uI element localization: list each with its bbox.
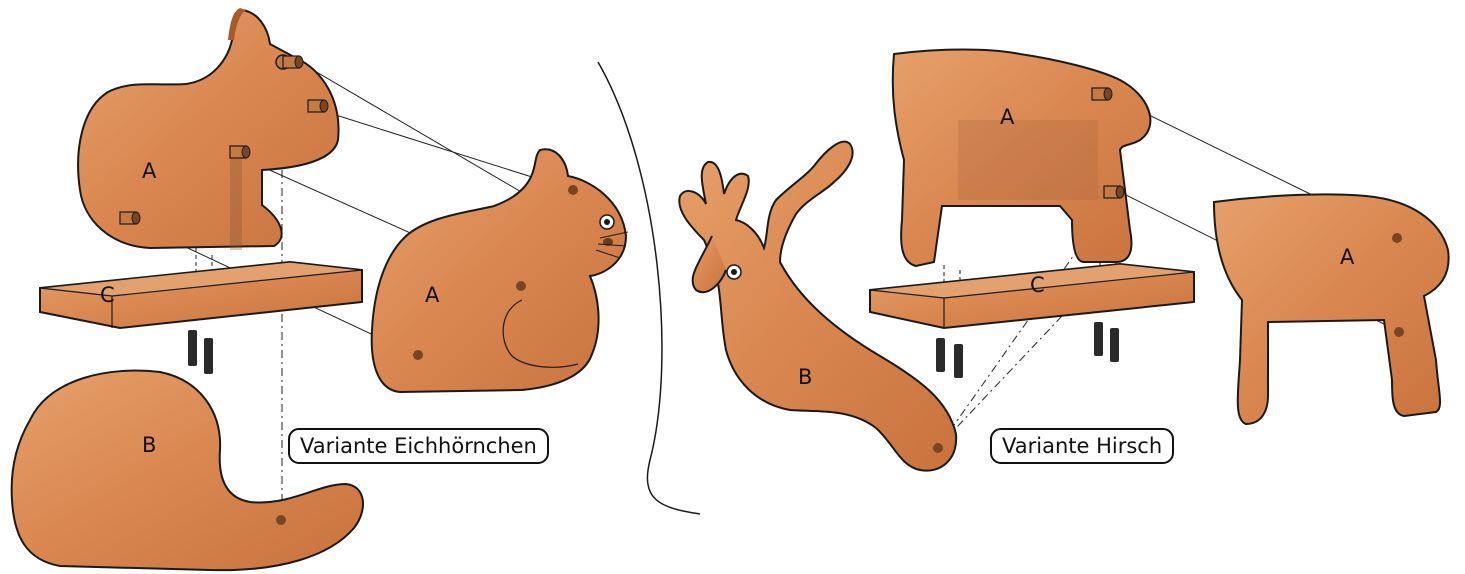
- squirrel-body-back: [78, 8, 338, 250]
- deer-label-a-back: A: [1000, 105, 1015, 129]
- deer-label-a-front: A: [1340, 245, 1355, 269]
- deer-body-back: [893, 50, 1151, 267]
- squirrel-board: [40, 262, 362, 328]
- variant-divider: [598, 62, 700, 514]
- squirrel-label-a-back: A: [142, 159, 157, 183]
- squirrel-body-front: [372, 149, 628, 392]
- deer-body-front: [1214, 194, 1449, 424]
- caption-squirrel-variant: Variante Eichhörnchen: [288, 428, 549, 464]
- deer-label-b: B: [798, 365, 812, 389]
- deer-screws: [936, 322, 1119, 378]
- squirrel-tail: [12, 371, 363, 571]
- caption-deer-variant: Variante Hirsch: [990, 428, 1174, 464]
- squirrel-label-a-front: A: [425, 283, 440, 307]
- deer-label-c: C: [1030, 273, 1045, 297]
- squirrel-label-b: B: [142, 433, 156, 457]
- squirrel-screws: [188, 330, 213, 374]
- squirrel-label-c: C: [100, 283, 115, 307]
